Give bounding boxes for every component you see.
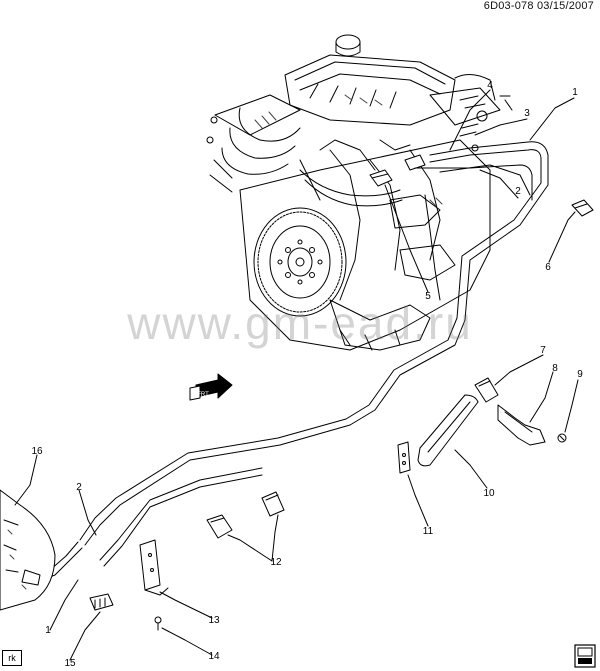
watermark: www.gm-ead.ru: [127, 297, 473, 349]
callout-11: 11: [422, 526, 434, 537]
line-clip-12a: [206, 514, 233, 539]
callout-13: 13: [208, 615, 220, 626]
diagram-header: 6D03-078 03/15/2007: [484, 0, 594, 12]
bracket-clip-6: [571, 199, 594, 217]
callout-7: 7: [540, 345, 546, 356]
bolt-14: [154, 616, 162, 631]
callout-1-bottom: 1: [45, 625, 51, 636]
callout-5: 5: [425, 291, 431, 302]
line-clip-12b: [261, 491, 285, 517]
callout-3: 3: [524, 108, 530, 119]
fuel-tank: [0, 489, 56, 611]
flywheel: [253, 207, 347, 317]
line-clip-11: [397, 441, 411, 474]
callout-12: 12: [270, 557, 282, 568]
engine-assembly: [206, 34, 513, 351]
callout-1-top: 1: [572, 87, 578, 98]
quick-connect-fitting: [369, 169, 393, 187]
callout-2-top: 2: [515, 186, 521, 197]
front-arrow-label: FRT: [197, 392, 209, 398]
revision-tag: rk: [2, 650, 22, 666]
fuel-rail-connector: [404, 154, 426, 171]
leader-lines: [14, 89, 579, 661]
callout-9: 9: [577, 369, 583, 380]
fuel-return-pipe: [99, 164, 531, 567]
callout-14: 14: [208, 651, 220, 662]
bracket-13: [139, 539, 169, 596]
fuel-feed-pipe: [37, 141, 549, 581]
front-direction-arrow-icon: [189, 373, 233, 401]
diagram-code: 6D03-078: [483, 0, 534, 12]
clip-15: [89, 593, 114, 611]
document-stamp-icon: [574, 644, 596, 668]
callout-2-bottom: 2: [76, 482, 82, 493]
diagram-date: 03/15/2007: [536, 0, 594, 12]
callout-4: 4: [487, 80, 493, 91]
callout-8: 8: [552, 363, 558, 374]
callout-10: 10: [483, 488, 495, 499]
heat-shield-10: [417, 394, 479, 467]
callout-6: 6: [545, 262, 551, 273]
hose-8: [497, 404, 546, 446]
callout-15: 15: [64, 658, 76, 669]
line-clip-7: [474, 377, 499, 403]
callout-16: 16: [31, 446, 43, 457]
bolt-9: [557, 433, 567, 443]
